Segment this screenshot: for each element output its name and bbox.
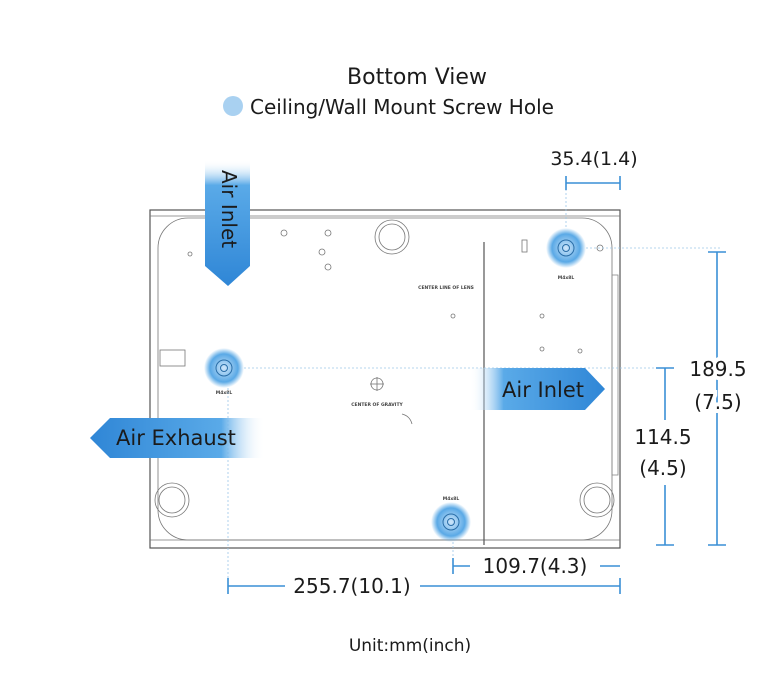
- svg-text:Air Exhaust: Air Exhaust: [116, 426, 236, 450]
- legend-label: Ceiling/Wall Mount Screw Hole: [250, 95, 554, 119]
- screw-hole: [431, 502, 471, 542]
- diagram-title: Bottom View: [347, 65, 487, 90]
- dimension-height-total-in: (7.5): [694, 390, 741, 414]
- dimension-width-total: 255.7(10.1): [293, 574, 410, 598]
- screw-size-label: M4x8L: [216, 390, 233, 396]
- air-exhaust-arrow: Air Exhaust: [90, 418, 265, 458]
- unit-label: Unit:mm(inch): [349, 636, 471, 656]
- svg-text:Air Inlet: Air Inlet: [217, 170, 241, 248]
- screw-hole: [546, 228, 586, 268]
- center-line-of-lens-label: CENTER LINE OF LENS: [418, 285, 474, 291]
- air-inlet-top-arrow: Air Inlet: [205, 160, 250, 286]
- screw-hole-legend-icon: [223, 96, 243, 116]
- screw-size-label: M4x8L: [443, 496, 460, 502]
- dimension-height-partial-in: (4.5): [639, 456, 686, 480]
- dimension-width-partial: 109.7(4.3): [483, 554, 588, 578]
- air-inlet-right-arrow: Air Inlet: [470, 368, 605, 410]
- dimension-height-total-mm: 189.5: [689, 357, 746, 381]
- svg-text:Air Inlet: Air Inlet: [502, 378, 584, 402]
- dimension-lines: [227, 176, 726, 594]
- screw-hole: [204, 348, 244, 388]
- dimension-height-partial-mm: 114.5: [634, 425, 691, 449]
- screw-size-label: M4x8L: [558, 275, 575, 281]
- dimension-top-offset: 35.4(1.4): [550, 148, 637, 170]
- center-of-gravity-label: CENTER OF GRAVITY: [351, 402, 403, 408]
